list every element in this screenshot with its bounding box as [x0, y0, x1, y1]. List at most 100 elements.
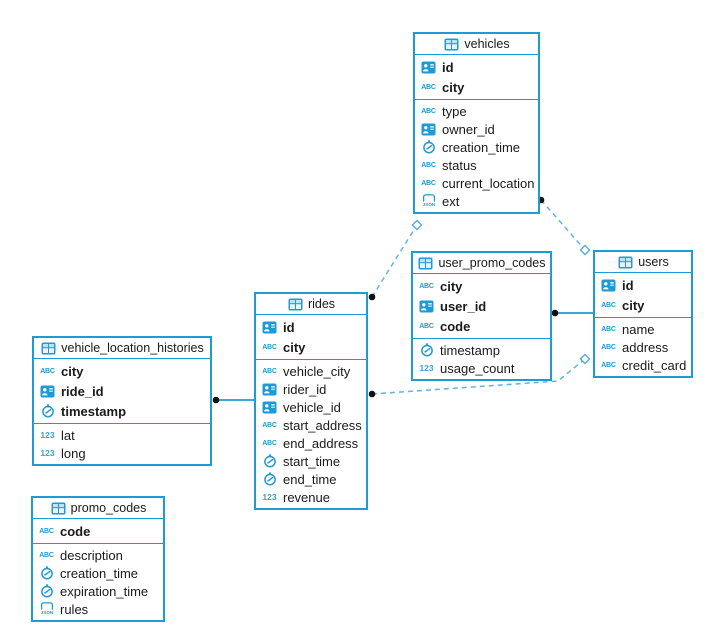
- column-row-ext[interactable]: JSON ext: [415, 192, 538, 210]
- relationship-endpoint-dot: [368, 390, 376, 398]
- table-icon: [617, 256, 634, 269]
- column-row-timestamp[interactable]: timestamp: [34, 401, 210, 421]
- column-name: end_time: [283, 471, 337, 487]
- column-row-expiration_time[interactable]: expiration_time: [33, 582, 163, 600]
- column-name: ext: [442, 193, 460, 209]
- table-name: promo_codes: [70, 501, 147, 515]
- column-row-city[interactable]: ABC city: [34, 361, 210, 381]
- column-name: id: [442, 59, 454, 75]
- table-icon: [287, 298, 304, 311]
- column-row-ride_id[interactable]: ride_id: [34, 381, 210, 401]
- column-name: id: [622, 277, 634, 293]
- table-header[interactable]: vehicle_location_histories: [34, 338, 210, 359]
- column-row-id[interactable]: id: [256, 317, 366, 337]
- text-icon: ABC: [262, 439, 277, 447]
- column-name: rules: [60, 601, 89, 617]
- number-icon: 123: [40, 429, 55, 440]
- column-row-end_address[interactable]: ABC end_address: [256, 434, 366, 452]
- column-name: status: [442, 157, 477, 173]
- column-row-id[interactable]: id: [595, 275, 691, 295]
- text-icon: ABC: [39, 551, 54, 559]
- column-name: city: [61, 363, 84, 379]
- column-row-city[interactable]: ABC city: [256, 337, 366, 357]
- number-icon: 123: [262, 491, 277, 502]
- column-row-timestamp[interactable]: timestamp: [413, 341, 550, 359]
- text-icon: ABC: [601, 343, 616, 351]
- column-row-creation_time[interactable]: creation_time: [33, 564, 163, 582]
- column-name: long: [61, 445, 86, 461]
- column-name: timestamp: [61, 403, 127, 419]
- column-row-id[interactable]: id: [415, 57, 538, 77]
- text-icon: ABC: [262, 343, 277, 351]
- column-name: city: [283, 339, 306, 355]
- table-vehicle_location_histories[interactable]: vehicle_location_histories ABC city ride_i…: [32, 336, 212, 466]
- column-name: credit_card: [622, 357, 687, 373]
- column-name: vehicle_city: [283, 363, 351, 379]
- uuid-icon: [261, 321, 278, 334]
- relationship-endpoint-diamond: [411, 219, 423, 231]
- column-name: address: [622, 339, 669, 355]
- text-icon: ABC: [421, 107, 436, 115]
- column-name: start_address: [283, 417, 362, 433]
- column-row-owner_id[interactable]: owner_id: [415, 120, 538, 138]
- column-row-lat[interactable]: 123 lat: [34, 426, 210, 444]
- table-name: rides: [307, 297, 336, 311]
- column-row-rules[interactable]: JSON rules: [33, 600, 163, 618]
- table-header[interactable]: rides: [256, 294, 366, 315]
- column-row-end_time[interactable]: end_time: [256, 470, 366, 488]
- column-row-start_time[interactable]: start_time: [256, 452, 366, 470]
- table-header[interactable]: vehicles: [415, 34, 538, 55]
- column-row-vehicle_id[interactable]: vehicle_id: [256, 398, 366, 416]
- column-name: user_id: [440, 298, 487, 314]
- table-header[interactable]: promo_codes: [33, 498, 163, 519]
- column-name: timestamp: [440, 342, 500, 358]
- table-name: users: [638, 255, 669, 269]
- relationship-endpoint-dot: [368, 293, 376, 301]
- column-row-user_id[interactable]: user_id: [413, 296, 550, 316]
- column-name: lat: [61, 427, 75, 443]
- table-name: user_promo_codes: [438, 256, 546, 270]
- text-icon: ABC: [601, 325, 616, 333]
- column-row-vehicle_city[interactable]: ABC vehicle_city: [256, 362, 366, 380]
- relationship-vehicles-users[interactable]: [540, 199, 586, 251]
- table-header[interactable]: user_promo_codes: [413, 253, 550, 274]
- column-name: id: [283, 319, 295, 335]
- json-icon: JSON: [420, 194, 437, 208]
- column-name: usage_count: [440, 360, 515, 376]
- column-row-rider_id[interactable]: rider_id: [256, 380, 366, 398]
- column-name: end_address: [283, 435, 359, 451]
- column-name: current_location: [442, 175, 535, 191]
- column-name: rider_id: [283, 381, 327, 397]
- column-row-address[interactable]: ABC address: [595, 338, 691, 356]
- svg-text:JSON: JSON: [40, 610, 53, 615]
- table-header[interactable]: users: [595, 252, 691, 273]
- text-icon: ABC: [40, 367, 55, 375]
- text-icon: ABC: [262, 367, 277, 375]
- column-row-creation_time[interactable]: creation_time: [415, 138, 538, 156]
- relationship-rides-users[interactable]: [371, 358, 586, 395]
- table-icon: [443, 38, 460, 51]
